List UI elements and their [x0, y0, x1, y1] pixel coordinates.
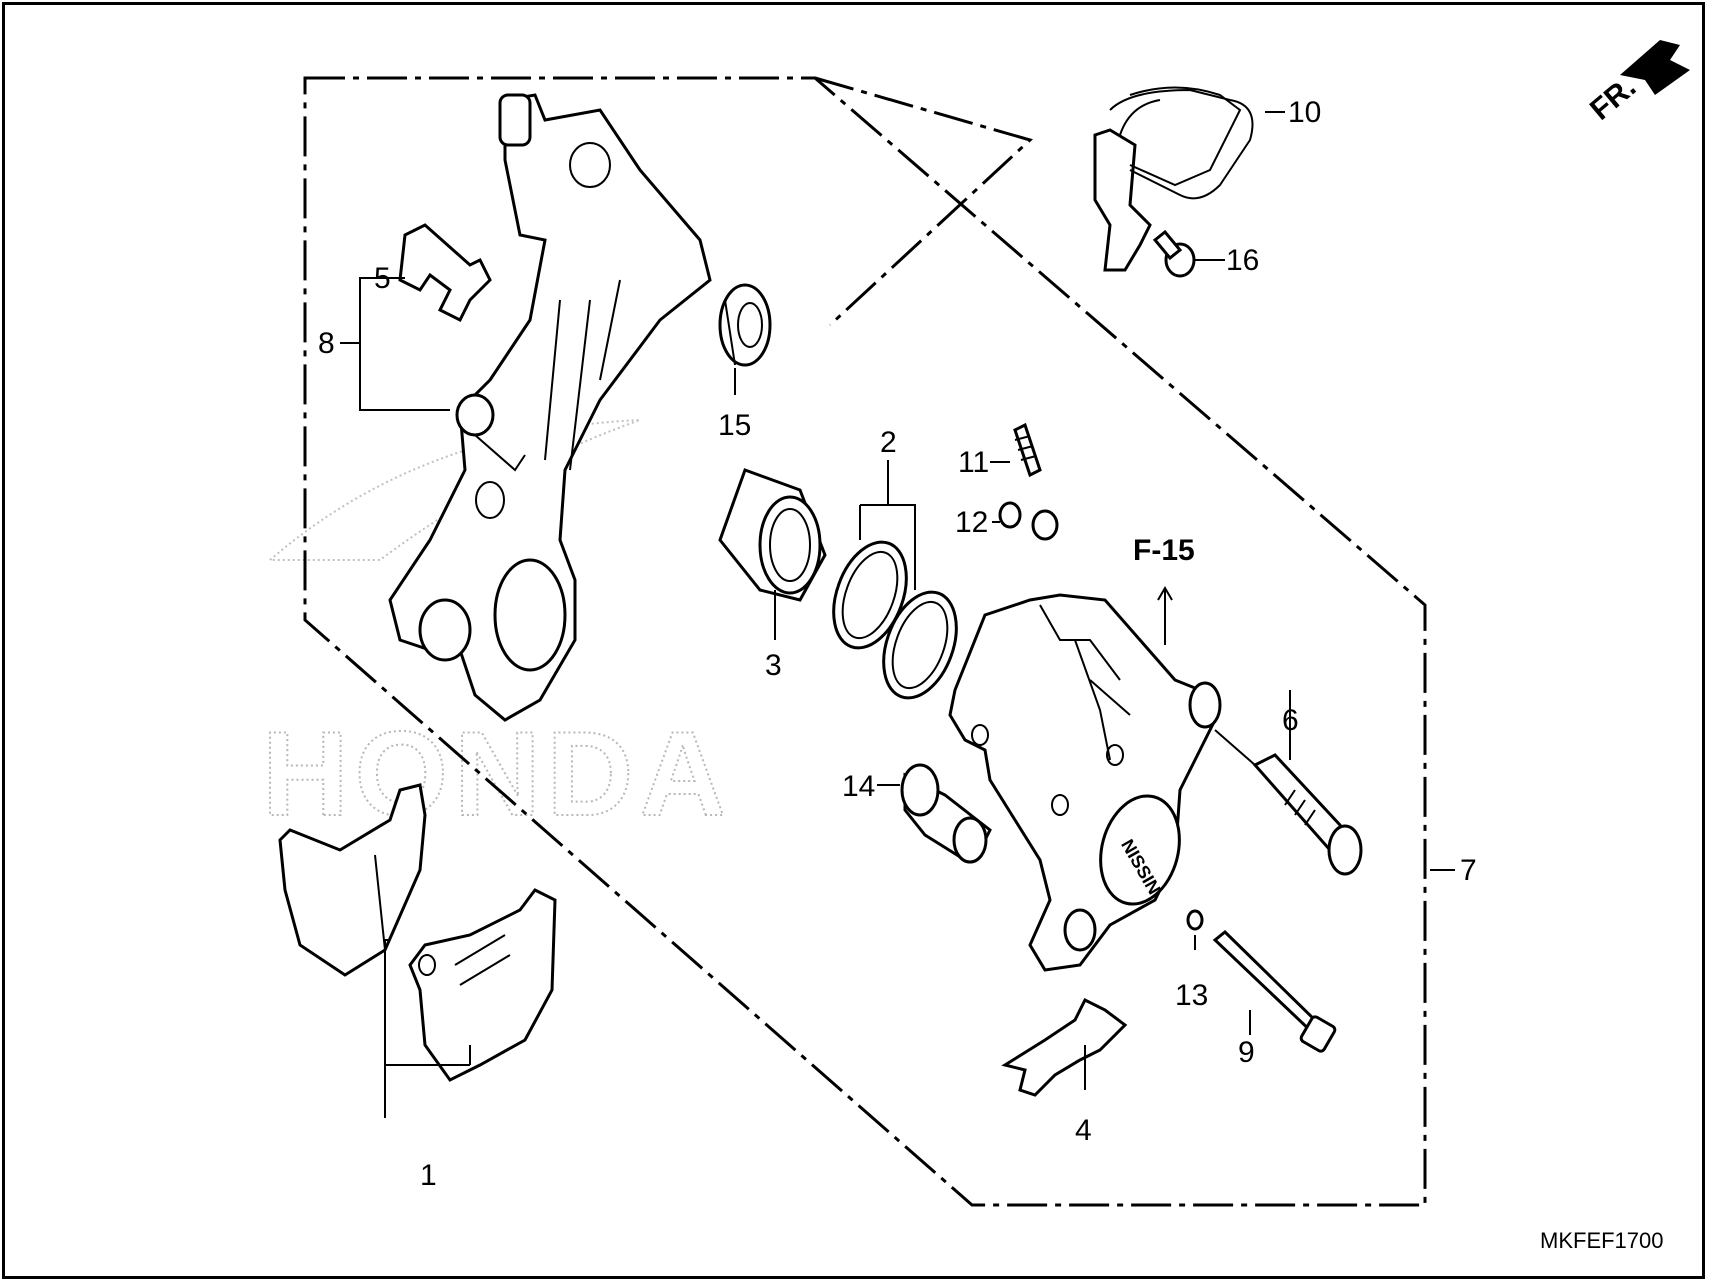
- callout-4: 4: [1075, 1114, 1092, 1147]
- piston: [718, 468, 827, 602]
- pad-spring: [1001, 997, 1128, 1097]
- callout-labels: 1 2 3 4 5 6 7 8 9 10 11 12 13 14 15 16 F…: [318, 96, 1477, 1192]
- dust-seal: [718, 283, 772, 367]
- subassembly-boundary: [814, 76, 1033, 327]
- callout-12: 12: [955, 506, 988, 539]
- pad-spring-clip: [398, 223, 492, 323]
- bleeder-screw: [998, 422, 1059, 541]
- callout-10: 10: [1288, 96, 1321, 129]
- callout-5: 5: [374, 262, 391, 295]
- svg-text:FR.: FR.: [1584, 70, 1642, 126]
- brake-pad-set: [278, 783, 557, 1082]
- reference-label: F-15: [1133, 534, 1195, 567]
- svg-text:HONDA: HONDA: [262, 707, 732, 841]
- drawing-code: MKFEF1700: [1540, 1228, 1664, 1253]
- callout-13: 13: [1175, 979, 1208, 1012]
- leader-lines: [340, 111, 1455, 1118]
- pin-bolt: [1214, 729, 1363, 876]
- pad-pin: [1186, 909, 1337, 1053]
- callout-8: 8: [318, 327, 335, 360]
- piston-seal-set: [832, 540, 958, 700]
- front-direction-arrow: FR.: [1584, 40, 1690, 127]
- callout-2: 2: [880, 426, 897, 459]
- callout-7: 7: [1460, 854, 1477, 887]
- caliper-bracket: [388, 93, 712, 722]
- caliper-body: NISSIN: [948, 593, 1222, 972]
- callout-16: 16: [1226, 244, 1259, 277]
- slide-pin-boot: [900, 763, 992, 864]
- callout-11: 11: [958, 446, 989, 479]
- callout-9: 9: [1238, 1036, 1255, 1069]
- hose-guide: [1093, 86, 1254, 278]
- callout-14: 14: [842, 770, 875, 803]
- callout-15: 15: [718, 409, 751, 442]
- callout-6: 6: [1282, 704, 1299, 737]
- callout-3: 3: [765, 649, 782, 682]
- callout-1: 1: [420, 1159, 437, 1192]
